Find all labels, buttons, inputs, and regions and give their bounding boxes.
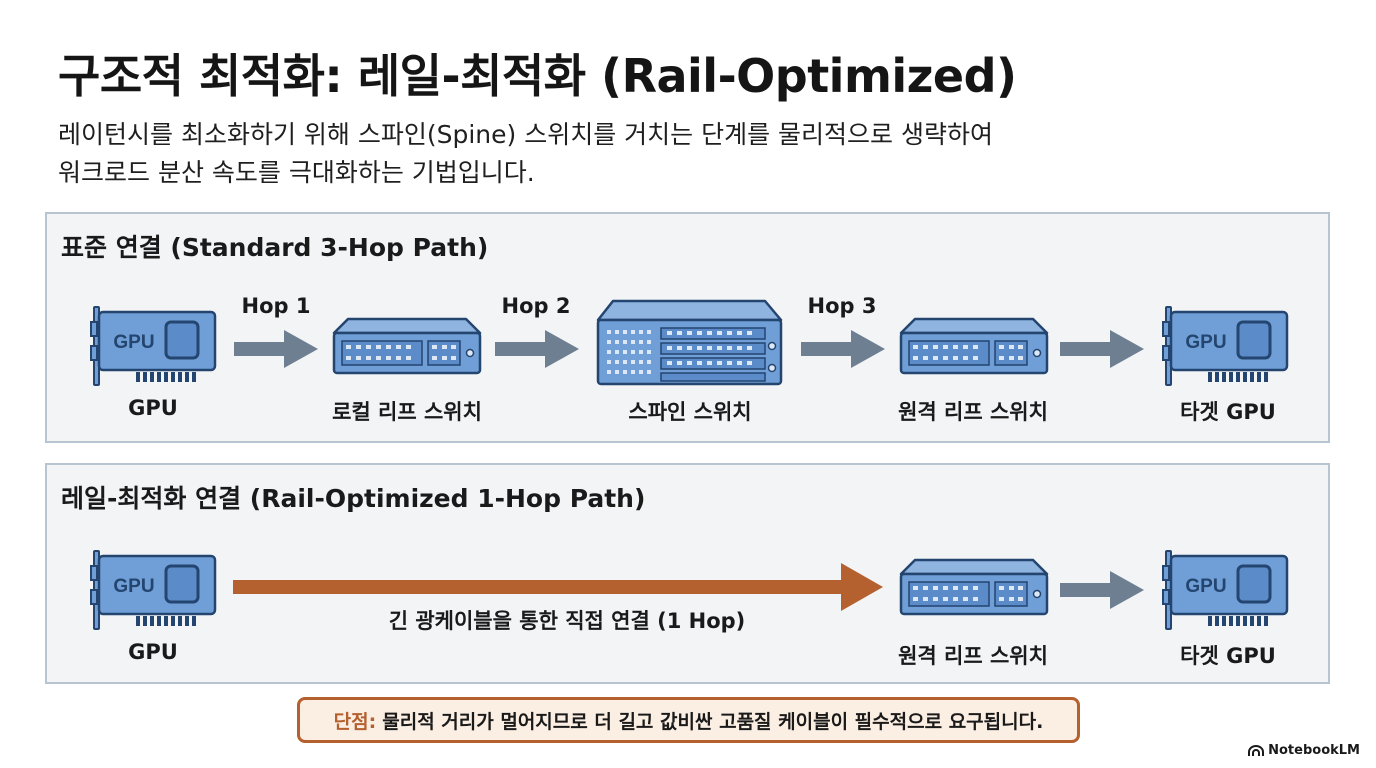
leaf-switch-icon	[899, 557, 1049, 619]
gpu-card-icon: GPU	[1160, 302, 1292, 386]
page-subtitle: 레이턴시를 최소화하기 위해 스파인(Spine) 스위치를 거치는 단계를 물…	[58, 116, 1258, 192]
arrow-hop-3	[801, 330, 885, 368]
rail-path-title: 레일-최적화 연결 (Rail-Optimized 1-Hop Path)	[61, 484, 646, 513]
direct-link-arrow	[233, 563, 883, 611]
gpu-icon-text: GPU	[1185, 576, 1226, 597]
direct-link-label: 긴 광케이블을 통한 직접 연결 (1 Hop)	[388, 609, 746, 633]
brand-name: NotebookLM	[1268, 743, 1360, 758]
gpu-card-icon: GPU	[1160, 546, 1292, 630]
arrow-to-target	[1060, 571, 1144, 609]
spine-switch-icon	[595, 298, 785, 388]
node-label-gpu: GPU	[128, 640, 178, 664]
hop-1-label: Hop 1	[241, 294, 311, 318]
node-label-spine: 스파인 스위치	[628, 400, 752, 424]
subtitle-line-1: 레이턴시를 최소화하기 위해 스파인(Spine) 스위치를 거치는 단계를 물…	[58, 120, 993, 149]
arrow-hop-1	[234, 330, 318, 368]
gpu-icon-text: GPU	[113, 576, 154, 597]
node-label-remote-leaf: 원격 리프 스위치	[898, 400, 1048, 424]
gpu-icon-text: GPU	[1185, 332, 1226, 353]
notebooklm-logo-icon	[1248, 744, 1265, 756]
subtitle-line-2: 워크로드 분산 속도를 극대화하는 기법입니다.	[58, 158, 535, 187]
node-label-remote-leaf: 원격 리프 스위치	[898, 644, 1048, 668]
node-label-local-leaf: 로컬 리프 스위치	[332, 400, 482, 424]
standard-path-panel: 표준 연결 (Standard 3-Hop Path) GPU GPU Hop …	[45, 212, 1330, 443]
leaf-switch-icon	[899, 316, 1049, 378]
gpu-card-icon: GPU	[88, 546, 220, 630]
arrow-hop-2	[495, 330, 579, 368]
note-prefix: 단점:	[333, 710, 377, 733]
note-text: 물리적 거리가 멀어지므로 더 길고 값비싼 고품질 케이블이 필수적으로 요구…	[382, 710, 1044, 733]
leaf-switch-icon	[332, 316, 482, 378]
hop-3-label: Hop 3	[807, 294, 877, 318]
arrow-to-target	[1060, 330, 1144, 368]
rail-path-panel: 레일-최적화 연결 (Rail-Optimized 1-Hop Path) GP…	[45, 463, 1330, 684]
hop-2-label: Hop 2	[501, 294, 571, 318]
gpu-icon-text: GPU	[113, 332, 154, 353]
drawback-note: 단점: 물리적 거리가 멀어지므로 더 길고 값비싼 고품질 케이블이 필수적으…	[297, 697, 1080, 743]
node-label-target-gpu: 타겟 GPU	[1180, 400, 1276, 424]
brand-mark: NotebookLM	[1248, 743, 1360, 758]
gpu-card-icon: GPU	[88, 302, 220, 386]
page-title: 구조적 최적화: 레일-최적화 (Rail-Optimized)	[58, 49, 1017, 103]
node-label-target-gpu: 타겟 GPU	[1180, 644, 1276, 668]
node-label-gpu: GPU	[128, 396, 178, 420]
standard-path-title: 표준 연결 (Standard 3-Hop Path)	[61, 233, 489, 262]
